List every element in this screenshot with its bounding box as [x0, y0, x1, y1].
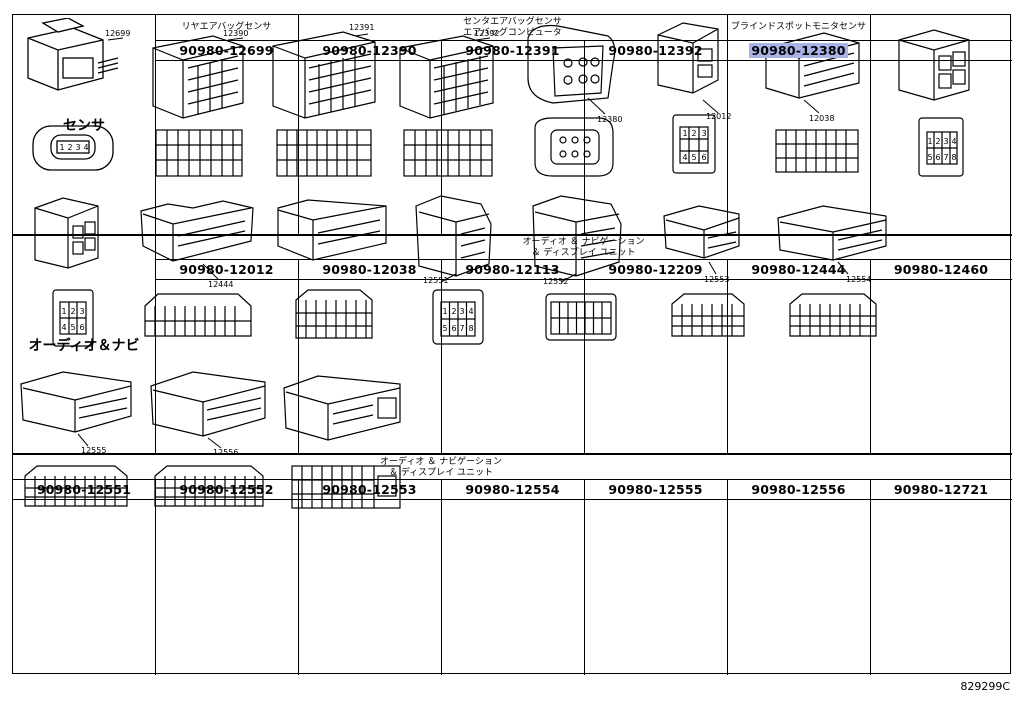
callout-label: 12038	[809, 114, 834, 123]
callout-label: 12555	[81, 446, 106, 455]
pin-number: 1	[443, 307, 448, 316]
connector-12552-drawing: 12552	[532, 195, 622, 341]
connector-12444-drawing: 12444	[140, 200, 254, 337]
group-label: ブラインドスポットモニタセンサ	[730, 22, 866, 32]
part-number: 90980-12038	[322, 262, 417, 277]
connector-12556-drawing: 12556	[150, 371, 266, 507]
pin-number: 6	[79, 323, 84, 332]
connector-12460-drawing	[277, 199, 387, 339]
pin-number: 4	[61, 323, 66, 332]
pin-number: 2	[70, 307, 75, 316]
part-number: 90980-12554	[465, 482, 560, 497]
pin-number: 3	[79, 307, 84, 316]
callout-label: 12551	[423, 276, 448, 285]
pin-number: 5	[70, 323, 75, 332]
part-number: 90980-12209	[608, 262, 703, 277]
callout-label: 12552	[543, 277, 568, 286]
reference-code: 829299C	[960, 680, 1010, 693]
pin-number: 4	[83, 143, 88, 152]
part-number: 90980-12699	[179, 43, 274, 58]
connector-12113-drawing: 1 2 3 4 5 6 7 8	[898, 29, 970, 177]
part-number: 90980-12392	[608, 43, 703, 58]
connector-12392-drawing: 12392	[399, 29, 500, 177]
part-number: 90980-12460	[893, 262, 989, 277]
pin-number: 3	[460, 307, 465, 316]
pin-number: 5	[443, 324, 448, 333]
connector-table: センサ リヤエアバッグセンサ センタエアバッグセンサ エアバッグコンピュータ ブ…	[12, 14, 1012, 675]
pin-number: 7	[460, 324, 465, 333]
part-number: 90980-12721	[893, 482, 989, 497]
callout-label: 12392	[474, 29, 499, 38]
pin-number: 1	[683, 129, 688, 138]
category-label: オーディオ＆ナビ	[28, 338, 140, 354]
pin-number: 4	[683, 153, 688, 162]
group-label: センタエアバッグセンサ エアバッグコンピュータ	[463, 17, 562, 38]
pin-number: 2	[692, 129, 697, 138]
pin-number: 6	[935, 153, 940, 162]
pin-number: 4	[951, 137, 956, 146]
pin-number: 4	[469, 307, 474, 316]
part-number: 90980-12390	[322, 43, 417, 58]
pin-number: 3	[702, 129, 707, 138]
category-label: センサ	[63, 118, 105, 134]
part-number: 90980-12391	[465, 43, 560, 58]
pin-number: 1	[61, 307, 66, 316]
connector-12209-drawing: 1 2 3 4 5 6	[34, 197, 99, 347]
pin-number: 8	[951, 153, 956, 162]
pin-number: 6	[452, 324, 457, 333]
pin-number: 5	[927, 153, 932, 162]
pin-number: 6	[702, 153, 707, 162]
group-label: オーディオ ＆ ナビゲーション ＆ ディスプレイ ユニット	[522, 237, 645, 258]
pin-number: 1	[59, 143, 64, 152]
connector-12551-drawing: 12551 1 2 3 4 5 6 7 8	[415, 195, 492, 345]
pin-number: 1	[927, 137, 932, 146]
part-number: 90980-12556	[751, 482, 846, 497]
pin-number: 7	[943, 153, 948, 162]
part-number-highlighted: 90980-12380	[749, 43, 848, 58]
part-number: 90980-12551	[36, 482, 132, 497]
pin-number: 2	[67, 143, 72, 152]
connector-12555-drawing: 12555	[20, 371, 132, 507]
connector-12721-drawing	[283, 375, 401, 509]
connector-12380-drawing: 12380	[527, 24, 623, 177]
pin-number: 5	[692, 153, 697, 162]
connector-12390-drawing: 12390	[152, 29, 249, 177]
callout-label: 12380	[597, 115, 622, 124]
pin-number: 2	[935, 137, 940, 146]
part-number: 90980-12553	[322, 482, 417, 497]
callout-label: 12391	[349, 23, 374, 32]
part-number: 90980-12555	[608, 482, 703, 497]
connector-12554-drawing: 12554	[776, 205, 887, 337]
connector-12699-drawing: 12699 1 2 3 4	[27, 17, 130, 171]
callout-label: 12390	[223, 29, 248, 38]
pin-number: 3	[943, 137, 948, 146]
group-label: リヤエアバッグセンサ	[181, 22, 272, 32]
callout-label: 12012	[706, 112, 731, 121]
group-label: オーディオ ＆ ナビゲーション ＆ ディスプレイ ユニット	[380, 457, 502, 478]
callout-label: 12444	[208, 280, 233, 289]
callout-label: 12556	[213, 448, 238, 457]
part-number: 90980-12113	[465, 262, 560, 277]
pin-number: 2	[452, 307, 457, 316]
pin-number: 8	[469, 324, 474, 333]
connector-12553-drawing: 12553	[663, 205, 746, 337]
pin-number: 3	[75, 143, 80, 152]
callout-label: 12699	[105, 29, 130, 38]
part-number: 90980-12012	[179, 262, 274, 277]
part-number: 90980-12444	[751, 262, 846, 277]
part-number: 90980-12552	[179, 482, 274, 497]
